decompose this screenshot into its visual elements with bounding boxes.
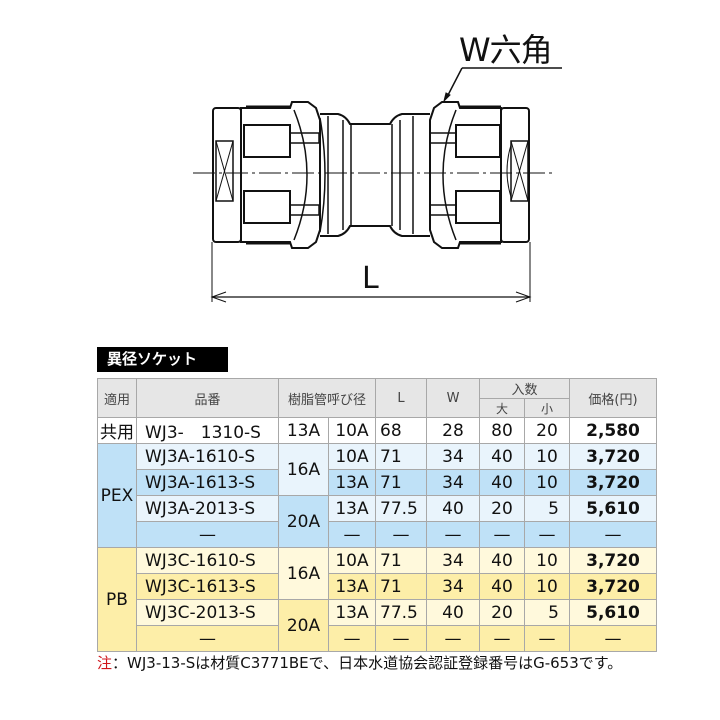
qty-small-cell: 5 bbox=[524, 495, 570, 522]
size-b-cell: 13A bbox=[328, 599, 376, 626]
L-cell: 68 bbox=[375, 417, 427, 444]
model-cell: WJ3A-1613-S bbox=[136, 469, 279, 496]
model-cell: WJ3A-1610-S bbox=[136, 443, 279, 470]
size-b-cell: 10A bbox=[328, 417, 376, 444]
header-quantity: 入数 bbox=[479, 378, 570, 399]
W-cell: 34 bbox=[426, 573, 480, 600]
W-cell: 34 bbox=[426, 443, 480, 470]
header-pipe-size: 樹脂管呼び径 bbox=[278, 378, 376, 418]
W-cell: 34 bbox=[426, 547, 480, 574]
price-cell: 3,720 bbox=[569, 443, 657, 470]
size-a-cell: 16A bbox=[278, 547, 329, 600]
size-a-cell: 20A bbox=[278, 495, 329, 548]
size-b-cell: — bbox=[328, 625, 376, 652]
W-cell: 40 bbox=[426, 599, 480, 626]
application-cell: PEX bbox=[97, 443, 137, 548]
W-cell: — bbox=[426, 625, 480, 652]
L-cell: 71 bbox=[375, 469, 427, 496]
qty-small-cell: 10 bbox=[524, 573, 570, 600]
qty-small-cell: 5 bbox=[524, 599, 570, 626]
price-cell: 3,720 bbox=[569, 469, 657, 496]
model-cell: WJ3C-1613-S bbox=[136, 573, 279, 600]
size-b-cell: 13A bbox=[328, 495, 376, 522]
table-row: PEX WJ3A-1610-S 16A 10A 71 34 40 10 3,72… bbox=[97, 443, 657, 548]
W-cell: 28 bbox=[426, 417, 480, 444]
qty-large-cell: 40 bbox=[479, 443, 525, 470]
size-a-cell: 13A bbox=[278, 417, 329, 444]
L-cell: 71 bbox=[375, 573, 427, 600]
L-cell: — bbox=[375, 521, 427, 548]
size-b-cell: 10A bbox=[328, 443, 376, 470]
L-cell: 71 bbox=[375, 443, 427, 470]
L-cell: 71 bbox=[375, 547, 427, 574]
price-cell: 2,580 bbox=[569, 417, 657, 444]
L-cell: 77.5 bbox=[375, 599, 427, 626]
header-price: 価格(円) bbox=[569, 378, 657, 418]
fitting-drawing: W六角 L bbox=[0, 0, 720, 330]
note-text: ：WJ3-13-Sは材質C3771BEで、日本水道協会認証登録番号はG-653で… bbox=[112, 654, 623, 672]
size-a-cell: 16A bbox=[278, 443, 329, 496]
model-cell: WJ3C-1610-S bbox=[136, 547, 279, 574]
header-qty-large: 大 bbox=[479, 398, 525, 418]
header-model: 品番 bbox=[136, 378, 279, 418]
price-cell: 5,610 bbox=[569, 599, 657, 626]
qty-large-cell: 40 bbox=[479, 469, 525, 496]
table-row: WJ3A-2013-S 20A 13A 77.5 40 20 5 5,610 bbox=[97, 495, 657, 548]
qty-large-cell: 20 bbox=[479, 495, 525, 522]
L-cell: — bbox=[375, 625, 427, 652]
header-W: W bbox=[426, 378, 480, 418]
size-a-cell: 20A bbox=[278, 599, 329, 652]
qty-large-cell: — bbox=[479, 625, 525, 652]
socket-diagram-icon bbox=[193, 67, 562, 303]
qty-small-cell: 20 bbox=[524, 417, 570, 444]
spec-table: 適用 品番 樹脂管呼び径 L W 入数 価格(円) 大 小 共用 WJ3- 13… bbox=[97, 378, 657, 652]
table-row: WJ3C-1613-S 13A 71 34 40 10 3,720 bbox=[97, 573, 657, 600]
model-cell: — bbox=[136, 521, 279, 548]
size-b-cell: 10A bbox=[328, 547, 376, 574]
qty-large-cell: 20 bbox=[479, 599, 525, 626]
model-cell: WJ3- 1310-S bbox=[136, 417, 279, 444]
hex-width-label: W六角 bbox=[459, 31, 553, 69]
price-cell: — bbox=[569, 521, 657, 548]
qty-small-cell: — bbox=[524, 521, 570, 548]
note-mark: 注 bbox=[97, 654, 113, 672]
qty-large-cell: — bbox=[479, 521, 525, 548]
application-cell: 共用 bbox=[97, 417, 137, 444]
qty-small-cell: 10 bbox=[524, 547, 570, 574]
header-qty-small: 小 bbox=[524, 398, 570, 418]
footnote: 注：WJ3-13-Sは材質C3771BEで、日本水道協会認証登録番号はG-653… bbox=[97, 652, 622, 674]
table-row: PB WJ3C-1610-S 16A 10A 71 34 40 10 3,720 bbox=[97, 547, 657, 652]
price-cell: — bbox=[569, 625, 657, 652]
model-cell: WJ3A-2013-S bbox=[136, 495, 279, 522]
qty-small-cell: — bbox=[524, 625, 570, 652]
price-cell: 3,720 bbox=[569, 547, 657, 574]
table-row: — — — — — — — bbox=[97, 625, 657, 652]
table-row: WJ3A-1613-S 13A 71 34 40 10 3,720 bbox=[97, 469, 657, 496]
model-cell: — bbox=[136, 625, 279, 652]
W-cell: 40 bbox=[426, 495, 480, 522]
model-cell: WJ3C-2013-S bbox=[136, 599, 279, 626]
table-row: 共用 WJ3- 1310-S 13A 10A 68 28 80 20 2,580 bbox=[97, 417, 657, 444]
qty-large-cell: 80 bbox=[479, 417, 525, 444]
header-L: L bbox=[375, 378, 427, 418]
table-row: — — — — — — — bbox=[97, 521, 657, 548]
W-cell: — bbox=[426, 521, 480, 548]
qty-large-cell: 40 bbox=[479, 573, 525, 600]
size-b-cell: — bbox=[328, 521, 376, 548]
price-cell: 5,610 bbox=[569, 495, 657, 522]
price-cell: 3,720 bbox=[569, 573, 657, 600]
section-title: 異径ソケット bbox=[97, 347, 228, 372]
size-b-cell: 13A bbox=[328, 573, 376, 600]
header-application: 適用 bbox=[97, 378, 137, 418]
qty-small-cell: 10 bbox=[524, 443, 570, 470]
qty-small-cell: 10 bbox=[524, 469, 570, 496]
table-row: WJ3C-2013-S 20A 13A 77.5 40 20 5 5,610 bbox=[97, 599, 657, 652]
application-cell: PB bbox=[97, 547, 137, 652]
size-b-cell: 13A bbox=[328, 469, 376, 496]
W-cell: 34 bbox=[426, 469, 480, 496]
L-cell: 77.5 bbox=[375, 495, 427, 522]
length-label: L bbox=[362, 261, 379, 296]
qty-large-cell: 40 bbox=[479, 547, 525, 574]
